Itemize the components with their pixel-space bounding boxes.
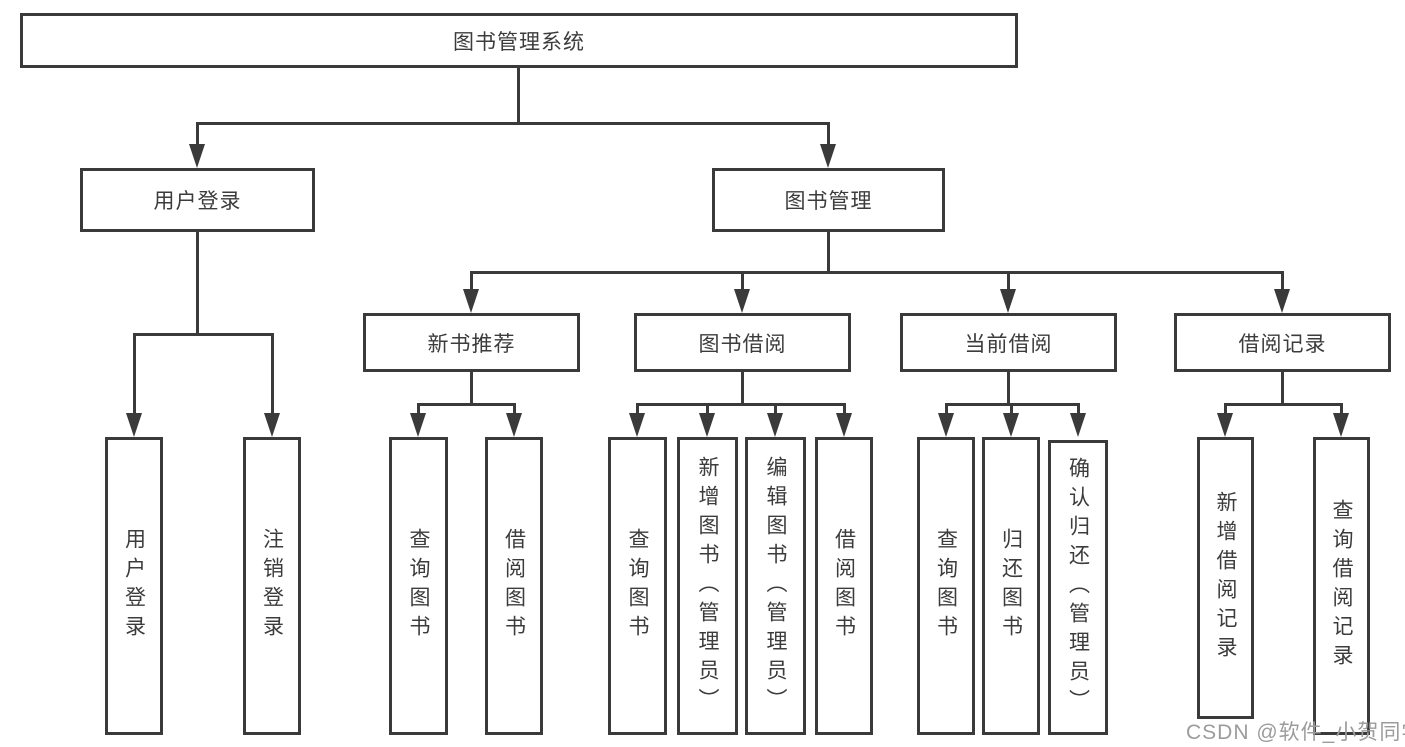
leaf-edit-books-admin-label: 编辑图书（管理员） [764, 455, 787, 717]
csdn-watermark: CSDN @软件_小贺同学 [1186, 721, 1405, 744]
node-borrowing-records-label: 借阅记录 [1238, 332, 1327, 356]
arrow-to-user-login [189, 144, 205, 168]
node-new-book-recommend: 新书推荐 [363, 313, 580, 372]
connector-to-book-borrowing [741, 271, 744, 291]
arrow-to-query-books-2 [629, 413, 645, 437]
connector-to-query-borrow-record [1340, 403, 1343, 415]
connector-to-query-books-3 [945, 403, 948, 415]
arrow-to-logout [264, 413, 280, 437]
node-user-login: 用户登录 [80, 168, 315, 232]
node-current-borrowing: 当前借阅 [900, 313, 1117, 372]
connector-to-new-book-recommend [470, 271, 473, 291]
connector-to-confirm-return [1077, 403, 1080, 415]
arrow-to-add-borrow-record [1217, 413, 1233, 437]
connector-new-book-stub [470, 372, 473, 405]
arrow-to-current-borrowing [1000, 289, 1016, 313]
leaf-query-books-3: 查询图书 [917, 437, 975, 735]
connector-to-current-borrowing [1007, 271, 1010, 291]
node-borrowing-records: 借阅记录 [1174, 313, 1391, 372]
leaf-borrow-books-2: 借阅图书 [815, 437, 873, 735]
node-current-borrowing-label: 当前借阅 [964, 332, 1053, 356]
connector-book-mgmt-hline [470, 271, 1284, 274]
leaf-query-books-2: 查询图书 [608, 437, 667, 735]
leaf-query-books-1-label: 查询图书 [407, 528, 430, 644]
leaf-query-books-3-label: 查询图书 [934, 528, 958, 644]
leaf-add-borrow-record: 新增借阅记录 [1197, 437, 1254, 719]
node-book-management: 图书管理 [712, 168, 945, 232]
connector-root-stub [517, 68, 520, 123]
connector-new-book-hline [417, 403, 516, 406]
connector-to-query-books-1 [417, 403, 420, 415]
connector-to-borrowing-records [1281, 271, 1284, 291]
arrow-to-user-login-leaf [126, 413, 142, 437]
arrow-to-query-books-1 [410, 413, 426, 437]
connector-book-mgmt-stub [827, 232, 830, 273]
connector-to-logout [271, 333, 274, 414]
arrow-to-book-borrowing [734, 289, 750, 313]
leaf-confirm-return-admin: 确认归还（管理员） [1048, 440, 1108, 735]
connector-to-add-books-admin [706, 403, 709, 415]
leaf-query-books-2-label: 查询图书 [626, 528, 649, 644]
node-library-system: 图书管理系统 [20, 13, 1018, 68]
arrow-to-confirm-return [1070, 413, 1086, 437]
connector-to-borrow-books-2 [843, 403, 846, 415]
connector-borrowing-records-hline [1224, 403, 1343, 406]
leaf-user-login: 用户登录 [105, 437, 163, 735]
connector-user-login-stub [196, 232, 199, 335]
leaf-query-books-1: 查询图书 [389, 437, 448, 735]
node-library-system-label: 图书管理系统 [453, 30, 585, 54]
node-book-borrowing-label: 图书借阅 [698, 332, 787, 356]
arrow-to-query-borrow-record [1333, 413, 1349, 437]
leaf-add-books-admin: 新增图书（管理员） [677, 437, 738, 735]
connector-to-book-management [827, 122, 830, 146]
connector-current-borrowing-stub [1007, 372, 1010, 405]
leaf-logout-label: 注销登录 [260, 528, 284, 644]
arrow-to-book-management [820, 144, 836, 168]
connector-to-edit-books-admin [774, 403, 777, 415]
node-book-borrowing: 图书借阅 [634, 313, 851, 372]
leaf-edit-books-admin: 编辑图书（管理员） [745, 437, 806, 735]
connector-to-user-login-leaf [133, 333, 136, 414]
arrow-to-borrow-books-1 [506, 413, 522, 437]
leaf-logout: 注销登录 [243, 437, 301, 735]
connector-to-add-borrow-record [1224, 403, 1227, 415]
arrow-to-query-books-3 [938, 413, 954, 437]
node-new-book-recommend-label: 新书推荐 [427, 332, 516, 356]
leaf-add-books-admin-label: 新增图书（管理员） [696, 455, 719, 717]
leaf-return-books-label: 归还图书 [999, 528, 1023, 644]
leaf-borrow-books-1: 借阅图书 [485, 437, 543, 735]
leaf-add-borrow-record-label: 新增借阅记录 [1214, 491, 1237, 665]
leaf-user-login-label: 用户登录 [122, 528, 146, 644]
connector-to-return-books [1010, 403, 1013, 415]
arrow-to-borrowing-records [1274, 289, 1290, 313]
connector-to-query-books-2 [636, 403, 639, 415]
leaf-query-borrow-record: 查询借阅记录 [1313, 437, 1370, 735]
arrow-to-borrow-books-2 [836, 413, 852, 437]
node-book-management-label: 图书管理 [784, 190, 873, 213]
arrow-to-add-books-admin [699, 413, 715, 437]
leaf-borrow-books-1-label: 借阅图书 [502, 528, 526, 644]
node-user-login-label: 用户登录 [153, 190, 242, 213]
connector-borrowing-records-stub [1281, 372, 1284, 405]
connector-to-borrow-books-1 [513, 403, 516, 415]
connector-book-borrowing-hline [636, 403, 846, 406]
arrow-to-return-books [1003, 413, 1019, 437]
leaf-borrow-books-2-label: 借阅图书 [832, 528, 856, 644]
arrow-to-edit-books-admin [767, 413, 783, 437]
arrow-to-new-book-recommend [463, 289, 479, 313]
leaf-query-borrow-record-label: 查询借阅记录 [1330, 499, 1353, 673]
connector-to-user-login [196, 122, 199, 146]
connector-book-borrowing-stub [741, 372, 744, 405]
connector-user-login-hline [133, 333, 274, 336]
leaf-confirm-return-admin-label: 确认归还（管理员） [1066, 457, 1090, 718]
leaf-return-books: 归还图书 [982, 437, 1040, 735]
connector-root-hline [196, 122, 830, 125]
